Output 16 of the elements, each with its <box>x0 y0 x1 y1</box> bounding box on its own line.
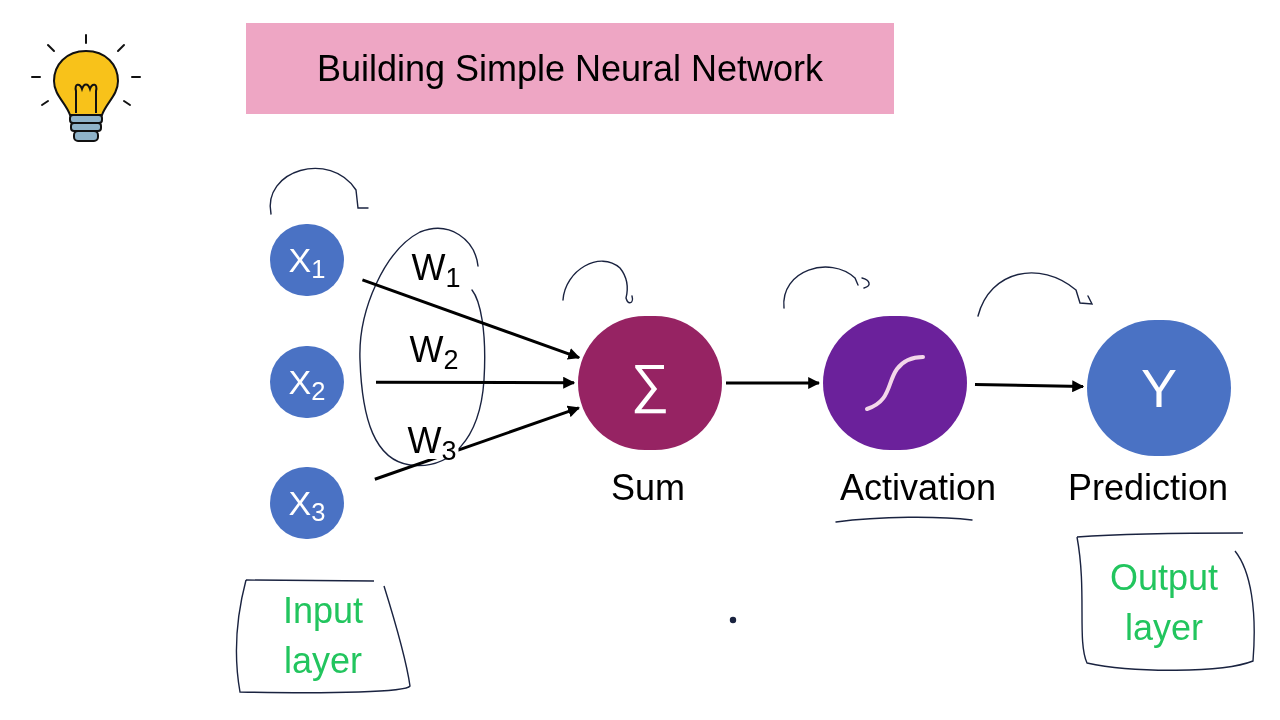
node-label: Y <box>1141 361 1177 415</box>
arrow <box>974 380 1085 393</box>
node-caption: Prediction <box>1067 470 1229 506</box>
node-caption: Activation <box>839 470 997 506</box>
arrow <box>374 405 580 481</box>
annotation-box <box>234 578 412 694</box>
title-banner: Building Simple Neural Network <box>246 23 894 114</box>
arrow <box>361 278 581 360</box>
annotation-text: Input layer <box>281 588 365 683</box>
node-label: X$_{3}$ <box>288 486 326 520</box>
node-label: X$_{1}$ <box>288 243 326 277</box>
arrow <box>726 377 821 389</box>
node-caption: Sum <box>611 470 685 506</box>
node-label: X$_{2}$ <box>288 365 326 399</box>
annotation-text: Output layer <box>1108 555 1220 650</box>
arrow <box>376 376 576 389</box>
